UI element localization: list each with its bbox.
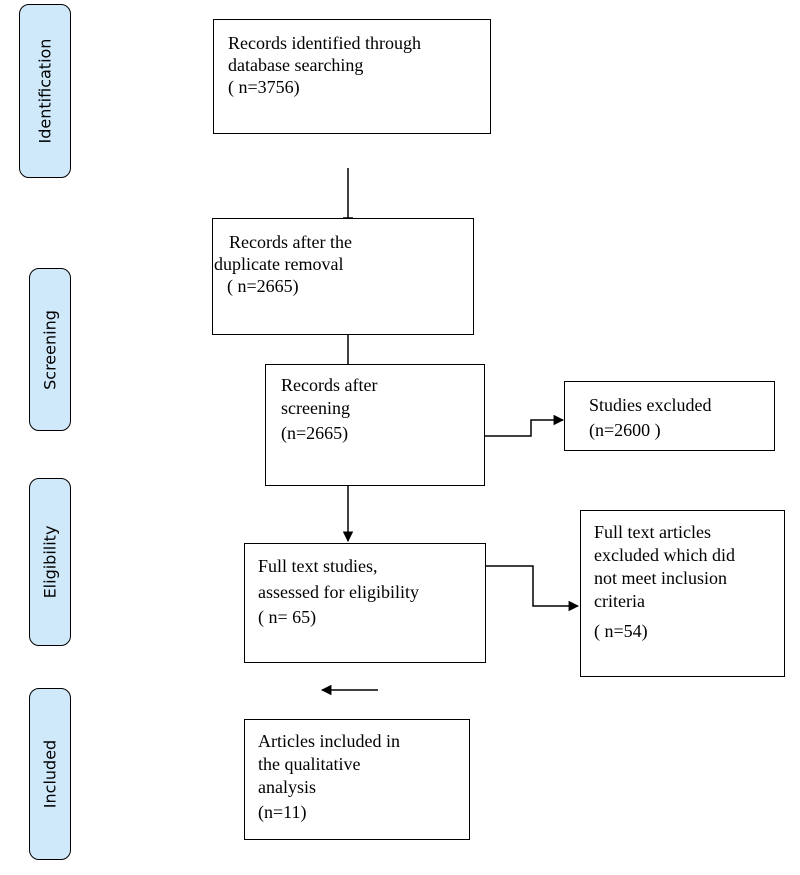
box-full-text-studies: Full text studies, assessed for eligibil…: [244, 543, 486, 663]
box-line: (n=2600 ): [589, 420, 661, 440]
connector-screening-to-excluded: [485, 414, 565, 437]
box-line: the qualitative: [258, 754, 361, 774]
box-line: not meet inclusion: [594, 568, 727, 588]
box-line: duplicate removal: [214, 254, 344, 274]
box-line: Full text articles: [594, 522, 711, 542]
box-line: criteria: [594, 591, 645, 611]
box-full-text-excluded: Full text articles excluded which did no…: [580, 510, 785, 677]
box-studies-excluded: Studies excluded (n=2600 ): [564, 381, 775, 451]
box-articles-included: Articles included in the qualitative ana…: [244, 719, 470, 840]
box-line: Records after the: [229, 232, 352, 252]
phase-eligibility: Eligibility: [29, 478, 71, 646]
box-line: screening: [281, 398, 350, 418]
phase-screening: Screening: [29, 268, 71, 431]
box-line: excluded which did: [594, 545, 735, 565]
box-line: Records after: [281, 375, 378, 395]
box-line: ( n=3756): [228, 77, 300, 97]
box-line: (n=2665): [281, 423, 349, 443]
box-line: ( n=54): [594, 621, 648, 641]
box-line: Studies excluded: [589, 395, 712, 415]
box-line: assessed for eligibility: [258, 582, 419, 602]
box-line: Articles included in: [258, 731, 400, 751]
box-line: ( n= 65): [258, 607, 317, 627]
box-records-after-screening: Records after screening (n=2665): [265, 364, 485, 486]
box-line: (n=11): [258, 802, 307, 822]
box-records-after-duplicates: Records after the duplicate removal ( n=…: [212, 218, 474, 335]
box-line: Records identified through: [228, 33, 421, 53]
box-line: Full text studies,: [258, 556, 378, 576]
box-records-identified: Records identified through database sear…: [213, 19, 491, 134]
phase-included: Included: [29, 688, 71, 860]
box-line: database searching: [228, 55, 364, 75]
box-line: analysis: [258, 777, 316, 797]
box-line: ( n=2665): [227, 276, 299, 296]
connector-fulltext-to-excluded: [486, 565, 580, 612]
phase-identification: Identification: [19, 4, 71, 178]
